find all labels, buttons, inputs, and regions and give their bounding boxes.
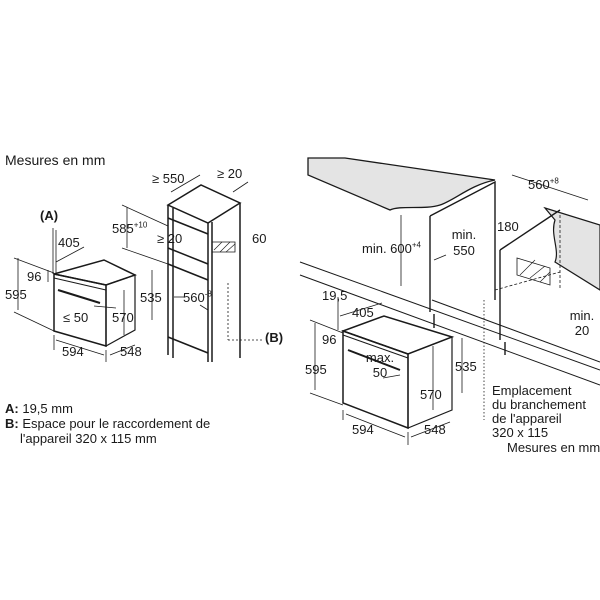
dim-min-550-a: min. (451, 227, 477, 242)
dim-max-50-a: max. (365, 350, 395, 365)
dim-560-right-value: 560 (528, 177, 550, 192)
dim-96-right: 96 (322, 332, 337, 347)
legend-b-text-2: l'appareil 320 x 115 mm (20, 431, 157, 446)
legend-a: A: 19,5 mm (5, 402, 73, 416)
dim-585: 585+10 (112, 220, 148, 236)
dim-595-right: 595 (305, 362, 327, 377)
units-label-left: Mesures en mm (5, 152, 106, 168)
right-cabinets (299, 180, 600, 420)
dim-min-20-a: min. (569, 308, 595, 323)
dim-548: 548 (120, 344, 142, 359)
legend-b-key: B: (5, 416, 19, 431)
dim-min-20-mid: ≥ 20 (157, 231, 183, 246)
legend-b: B: Espace pour le raccordement de (5, 417, 210, 431)
dim-max-50-b: 50 (372, 365, 388, 380)
dim-60: 60 (252, 231, 267, 246)
dim-min-600-value: min. 600 (362, 241, 412, 256)
legend-b-text-1: Espace pour le raccordement de (22, 416, 211, 431)
dim-min-550: ≥ 550 (152, 171, 185, 186)
dim-570-right: 570 (420, 387, 442, 402)
dim-405-right: 405 (352, 305, 374, 320)
right-dimension-lines (309, 174, 589, 445)
dim-405: 405 (58, 235, 80, 250)
dim-570: 570 (112, 310, 134, 325)
dim-min-550-b: 550 (453, 243, 475, 258)
connection-note-2: du branchement (492, 397, 586, 412)
connection-note-3: de l'appareil (492, 411, 562, 426)
dim-180: 180 (497, 219, 519, 234)
right-oven (340, 315, 455, 430)
dim-min-600: min. 600+4 (362, 240, 421, 256)
dim-595: 595 (5, 287, 27, 302)
legend-a-key: A: (5, 401, 19, 416)
dim-min-20-top: ≥ 20 (217, 166, 243, 181)
left-oven (53, 259, 137, 348)
label-a: (A) (40, 208, 59, 223)
dim-535-right: 535 (455, 359, 477, 374)
dim-96: 96 (27, 269, 42, 284)
dim-19-5: 19,5 (322, 288, 348, 303)
dim-560-right: 560+8 (528, 176, 559, 192)
dim-535: 535 (140, 290, 162, 305)
dim-560-left: 560-8 (183, 289, 212, 305)
units-label-right: Mesures en mm (507, 440, 600, 455)
dim-560-right-tolerance: +8 (549, 176, 559, 186)
connection-note-4: 320 x 115 (492, 425, 549, 440)
dim-548-right: 548 (424, 422, 446, 437)
dim-min-20-b: 20 (574, 323, 590, 338)
dim-560-left-value: 560 (183, 290, 205, 305)
right-countertop (307, 157, 600, 291)
left-tall-cabinet (166, 184, 242, 362)
dim-585-tolerance: +10 (133, 220, 148, 230)
connection-note-1: Emplacement (492, 383, 572, 398)
dim-560-left-tolerance: -8 (204, 289, 212, 299)
left-dimension-lines (13, 228, 153, 362)
legend-a-text: 19,5 mm (22, 401, 73, 416)
label-b: (B) (265, 330, 284, 345)
dim-max-50: ≤ 50 (63, 310, 89, 325)
left-cabinet-dims (121, 174, 262, 341)
dim-594-right: 594 (352, 422, 374, 437)
dim-594: 594 (62, 344, 84, 359)
dim-585-value: 585 (112, 221, 134, 236)
dim-min-600-tolerance: +4 (411, 240, 421, 250)
